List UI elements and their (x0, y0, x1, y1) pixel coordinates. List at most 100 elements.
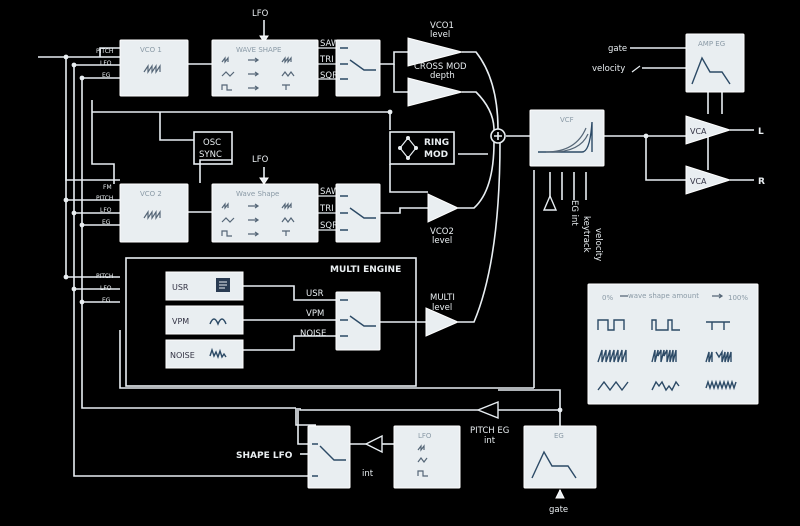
saw-icon (651, 349, 677, 363)
square-wave-icon (417, 470, 428, 477)
saw-icon (221, 202, 229, 210)
cross-mod-amp: CROSS MOD depth (407, 62, 467, 107)
square-wave-icon (221, 230, 232, 237)
arrow-right-icon (248, 231, 260, 237)
switch-icon (312, 443, 346, 477)
lfo-title: LFO (418, 432, 432, 440)
wave-shape-lfo-label-2: LFO (252, 155, 269, 165)
multi-level-label-1: MULTI (430, 293, 455, 303)
pitch-label-1: PITCH (96, 48, 113, 55)
osc-sync-label-1: OSC (203, 138, 221, 148)
multi-engine-block: MULTI ENGINE USR VPM NOISE USR VPM NOISE (125, 257, 417, 387)
fm-label: FM (103, 184, 112, 191)
saw-icon (143, 64, 161, 74)
vco1-level-amp: VCO1 level (407, 21, 464, 67)
panel-right-label: 100% (728, 294, 748, 302)
multi-engine-title: MULTI ENGINE (330, 265, 401, 275)
vpm-wave-icon (209, 318, 227, 326)
lfo-block: LFO (393, 425, 461, 489)
waveform-selector-2 (335, 183, 381, 243)
arrow-right-icon (248, 203, 260, 209)
wave-shape-title-2: Wave Shape (236, 190, 279, 198)
multi-level-label-2: level (432, 303, 452, 313)
waveform-labels-1: SAW TRI SQR (319, 39, 340, 81)
vca-left: VCA L (685, 115, 764, 145)
triangle-wave-icon (221, 217, 235, 223)
saw-label-1: SAW (320, 39, 340, 49)
vca-left-label: VCA (690, 127, 707, 136)
square-wave-icon (282, 230, 290, 236)
usr-box-label: USR (172, 283, 189, 292)
triangle-wave-icon (705, 379, 737, 391)
input-labels: PITCH LFO EG FM PITCH LFO EG PITCH LFO E… (96, 48, 113, 304)
triangle-wave-icon (417, 457, 428, 463)
vcf-block: VCF (529, 109, 605, 167)
tri-label-1: TRI (319, 55, 334, 65)
vco2-level-amp: VCO2 level (427, 193, 460, 246)
vcf-mod-inputs: EG int keytrack velocity (542, 194, 603, 261)
vcf-title: VCF (560, 116, 574, 124)
envelope-icon (531, 450, 577, 479)
saw-label-2: SAW (320, 187, 340, 197)
filter-sweep-icon (545, 127, 589, 153)
pitch-label-3: PITCH (96, 273, 113, 280)
eg-block: EG gate (523, 425, 597, 515)
triangle-wave-icon (651, 380, 680, 392)
square-wave-icon (282, 84, 290, 90)
lfo-int-label: int (362, 469, 374, 479)
triangle-wave-icon (221, 71, 235, 77)
pitch-eg-label-1: PITCH EG (470, 426, 509, 436)
noise-label: NOISE (300, 329, 326, 339)
amp-eg-block: gate velocity AMP EG (592, 33, 745, 93)
vco1-level-label-2: level (430, 30, 450, 40)
vco1-block: VCO 1 (119, 39, 189, 97)
vca-right: VCA R (685, 165, 765, 195)
saw-icon (281, 202, 292, 210)
envelope-icon (691, 56, 731, 85)
vco2-level-label-2: level (432, 236, 452, 246)
sqr-label-1: SQR (320, 71, 338, 81)
usr-label: USR (306, 289, 324, 299)
eg-label-2: EG (102, 219, 111, 226)
velocity-vcf-label: velocity (593, 228, 603, 261)
saw-icon (417, 444, 425, 452)
ring-mod-block: RING MOD (389, 131, 455, 165)
ring-mod-icon (398, 136, 418, 160)
vco2-block: VCO 2 (119, 183, 189, 243)
amp-eg-title: AMP EG (698, 40, 725, 48)
osc-sync-label-2: SYNC (199, 150, 222, 160)
switch-icon (340, 47, 376, 80)
arrow-right-icon (248, 217, 260, 223)
square-wave-icon (221, 84, 232, 91)
mixer-sum (490, 128, 506, 144)
lfo-label-1: LFO (100, 60, 112, 67)
signal-wires (38, 20, 754, 497)
square-wave-icon (651, 319, 680, 331)
eg-int-label: EG int (569, 200, 579, 226)
triangle-wave-icon (281, 217, 295, 223)
eg-label-3: EG (102, 297, 111, 304)
pitch-label-2: PITCH (96, 195, 113, 202)
sqr-label-2: SQR (320, 221, 338, 231)
switch-icon (340, 195, 376, 231)
eg-gate-label: gate (549, 505, 568, 515)
vco1-level-label-1: VCO1 (430, 21, 454, 31)
panel-left-label: 0% (602, 294, 613, 302)
wave-shape-block-2: LFO Wave Shape (211, 155, 319, 243)
ring-mod-label-1: RING (424, 138, 449, 148)
junction-dots (63, 54, 649, 413)
triangle-wave-icon (597, 380, 629, 392)
lfo-int-amp: int (362, 434, 383, 479)
wave-shape-amount-panel: 0% wave shape amount 100% (587, 283, 759, 405)
pitch-eg-amp: PITCH EG int (470, 400, 509, 446)
saw-icon (143, 210, 161, 220)
pitch-eg-label-2: int (484, 436, 496, 446)
square-wave-icon (706, 321, 730, 330)
arrow-right-icon (248, 85, 260, 91)
noise-icon (209, 347, 227, 360)
eg-label-1: EG (102, 72, 111, 79)
out-left-label: L (758, 127, 764, 137)
arrow-right-icon (248, 71, 260, 77)
wave-shape-title-1: WAVE SHAPE (236, 46, 281, 54)
